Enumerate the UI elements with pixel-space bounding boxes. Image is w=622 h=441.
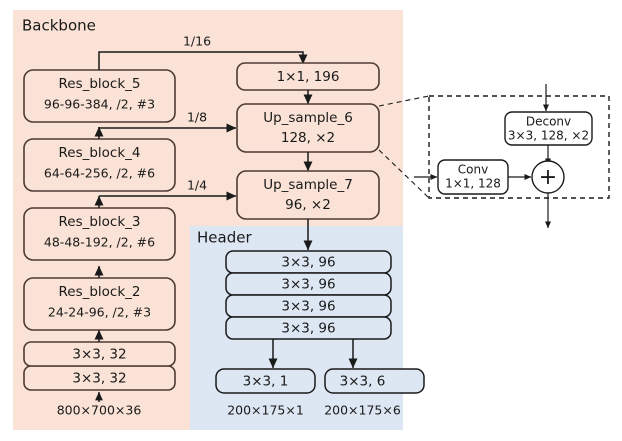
inset-leader-bottom [378,149,430,199]
header-conv-1-label: 3×3, 96 [281,255,335,271]
stem-box-2-label: 3×3, 32 [72,371,126,387]
res-block-3-spec: 48-48-192, /2, #6 [44,235,155,250]
lateral-1-4-label: 1/4 [187,178,207,193]
res-block-2-spec: 24-24-96, /2, #3 [48,305,151,320]
header-conv-3-label: 3×3, 96 [281,299,335,315]
header-conv-4-label: 3×3, 96 [281,321,335,337]
input-dim-label: 800×700×36 [57,403,142,418]
output-box-1 [215,368,316,394]
stem-box-1-label: 3×3, 32 [72,347,126,363]
header-conv-4 [225,316,392,340]
neck-conv1x1-label: 1×1, 196 [277,69,340,85]
lateral-1-8-path [98,123,237,133]
up-sample-7-name: Up_sample_7 [263,177,353,193]
output-box-2 [324,368,425,394]
res-block-4-spec: 64-64-256, /2, #6 [44,166,155,181]
res-block-5-name: Res_block_5 [58,76,140,92]
header-region-label: Header [197,229,252,247]
up-sample-6-spec: 128, ×2 [281,130,335,146]
lateral-1-16-path [98,51,308,70]
output-box-1-label: 3×3, 1 [243,374,289,390]
output-box-2-label: 3×3, 6 [340,374,386,390]
backbone-region-label: Backbone [22,17,96,35]
output-dim-2: 200×175×6 [324,403,401,418]
output-dim-1: 200×175×1 [227,403,304,418]
inset-conv-spec: 1×1, 128 [445,177,501,191]
inset-add-symbol: + [539,165,557,190]
res-block-4-name: Res_block_4 [58,145,140,161]
inset-deconv-spec: 3×3, 128, ×2 [508,129,589,143]
inset-dashed-frame [428,95,610,199]
up-sample-7-spec: 96, ×2 [285,197,331,213]
res-block-2-name: Res_block_2 [58,284,140,300]
inset-deconv-name: Deconv [526,115,571,129]
lateral-1-16-label: 1/16 [183,34,211,49]
res-block-3-name: Res_block_3 [58,214,140,230]
res-block-5-spec: 96-96-384, /2, #3 [44,97,155,112]
lateral-1-8-label: 1/8 [187,110,207,125]
inset-conv-name: Conv [458,163,488,177]
up-sample-6-name: Up_sample_6 [263,110,353,126]
header-conv-2-label: 3×3, 96 [281,277,335,293]
